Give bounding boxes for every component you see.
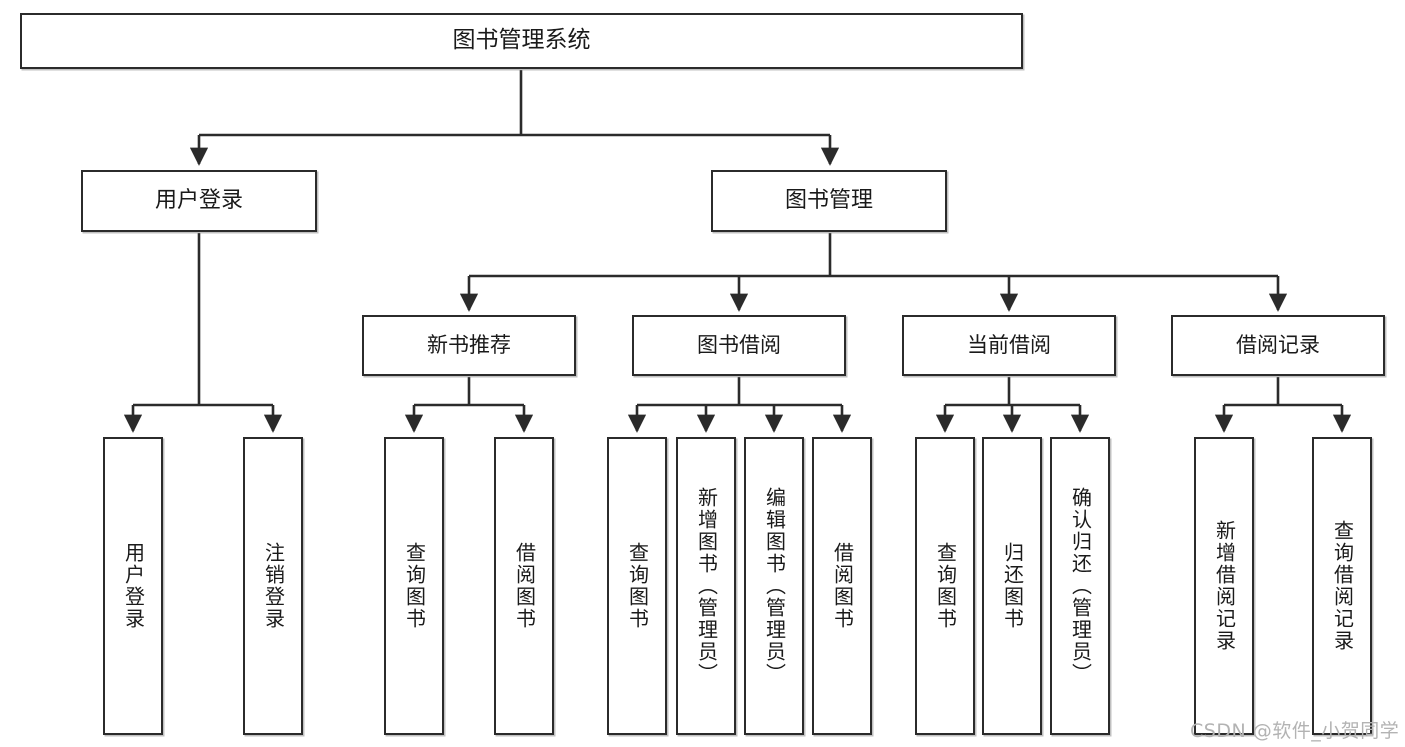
- node-book-management[interactable]: 图书管理: [711, 170, 947, 232]
- leaf-user-login-signin[interactable]: 用户登录: [103, 437, 163, 735]
- node-label: 查询借阅记录: [1330, 520, 1355, 652]
- node-label: 图书借阅: [697, 333, 781, 358]
- node-label: 用户登录: [121, 542, 146, 630]
- node-root-book-management-system[interactable]: 图书管理系统: [20, 13, 1023, 69]
- node-label: 借阅记录: [1236, 333, 1320, 358]
- node-label: 注销登录: [261, 542, 286, 630]
- node-book-borrow[interactable]: 图书借阅: [632, 315, 846, 376]
- leaf-user-login-signout[interactable]: 注销登录: [243, 437, 303, 735]
- node-label: 图书管理系统: [452, 27, 591, 54]
- leaf-new-book-borrow[interactable]: 借阅图书: [494, 437, 554, 735]
- leaf-borrow-record-add[interactable]: 新增借阅记录: [1194, 437, 1254, 735]
- node-label: 借阅图书: [830, 542, 855, 630]
- leaf-book-borrow-edit[interactable]: 编辑图书（管理员）: [744, 437, 804, 735]
- node-label: 查询图书: [625, 542, 650, 630]
- node-current-borrow[interactable]: 当前借阅: [902, 315, 1116, 376]
- node-label: 图书管理: [784, 188, 873, 214]
- node-borrow-record[interactable]: 借阅记录: [1171, 315, 1385, 376]
- leaf-book-borrow-add[interactable]: 新增图书（管理员）: [676, 437, 736, 735]
- node-label: 借阅图书: [512, 542, 537, 630]
- node-label: 编辑图书（管理员）: [762, 487, 787, 685]
- leaf-current-borrow-return[interactable]: 归还图书: [982, 437, 1042, 735]
- leaf-current-borrow-confirm-return[interactable]: 确认归还（管理员）: [1050, 437, 1110, 735]
- watermark-text: CSDN @软件_小贺同学: [1190, 720, 1400, 742]
- node-label: 新增借阅记录: [1212, 520, 1237, 652]
- leaf-current-borrow-query[interactable]: 查询图书: [915, 437, 975, 735]
- leaf-borrow-record-query[interactable]: 查询借阅记录: [1312, 437, 1372, 735]
- node-label: 归还图书: [1000, 542, 1025, 630]
- node-user-login[interactable]: 用户登录: [81, 170, 317, 232]
- node-label: 用户登录: [154, 188, 243, 214]
- node-new-book-recommend[interactable]: 新书推荐: [362, 315, 576, 376]
- leaf-book-borrow-query[interactable]: 查询图书: [607, 437, 667, 735]
- leaf-book-borrow-borrow[interactable]: 借阅图书: [812, 437, 872, 735]
- node-label: 当前借阅: [967, 333, 1051, 358]
- leaf-new-book-query[interactable]: 查询图书: [384, 437, 444, 735]
- node-label: 新增图书（管理员）: [694, 487, 719, 685]
- node-label: 查询图书: [933, 542, 958, 630]
- node-label: 查询图书: [402, 542, 427, 630]
- node-label: 新书推荐: [427, 333, 511, 358]
- node-label: 确认归还（管理员）: [1068, 487, 1093, 685]
